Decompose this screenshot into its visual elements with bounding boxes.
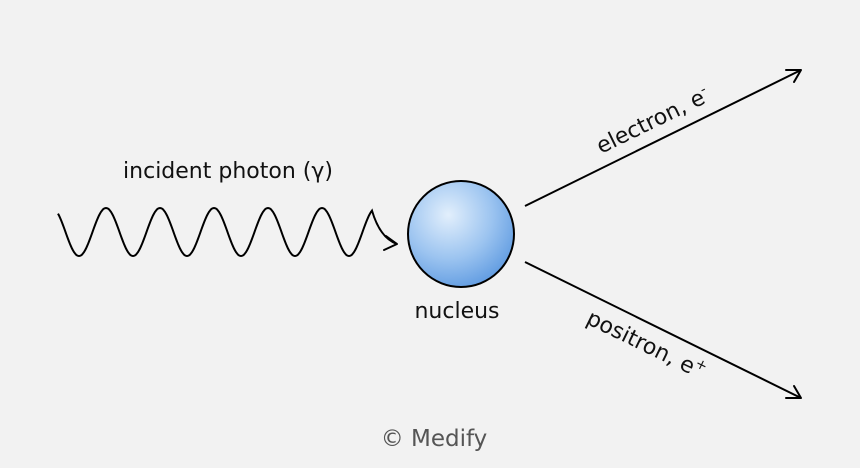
nucleus-label: nucleus — [414, 299, 499, 324]
photon-label: incident photon (γ) — [123, 159, 333, 184]
positron-path — [524, 261, 802, 399]
watermark: © Medify — [381, 426, 488, 452]
electron-arrowhead — [785, 69, 802, 83]
electron-label: electron, e- — [592, 81, 714, 159]
photon-arrowhead — [383, 235, 398, 251]
photon-wave — [57, 206, 398, 258]
nucleus-sphere — [407, 180, 515, 288]
positron-arrowhead — [785, 385, 802, 399]
electron-path — [524, 69, 802, 207]
